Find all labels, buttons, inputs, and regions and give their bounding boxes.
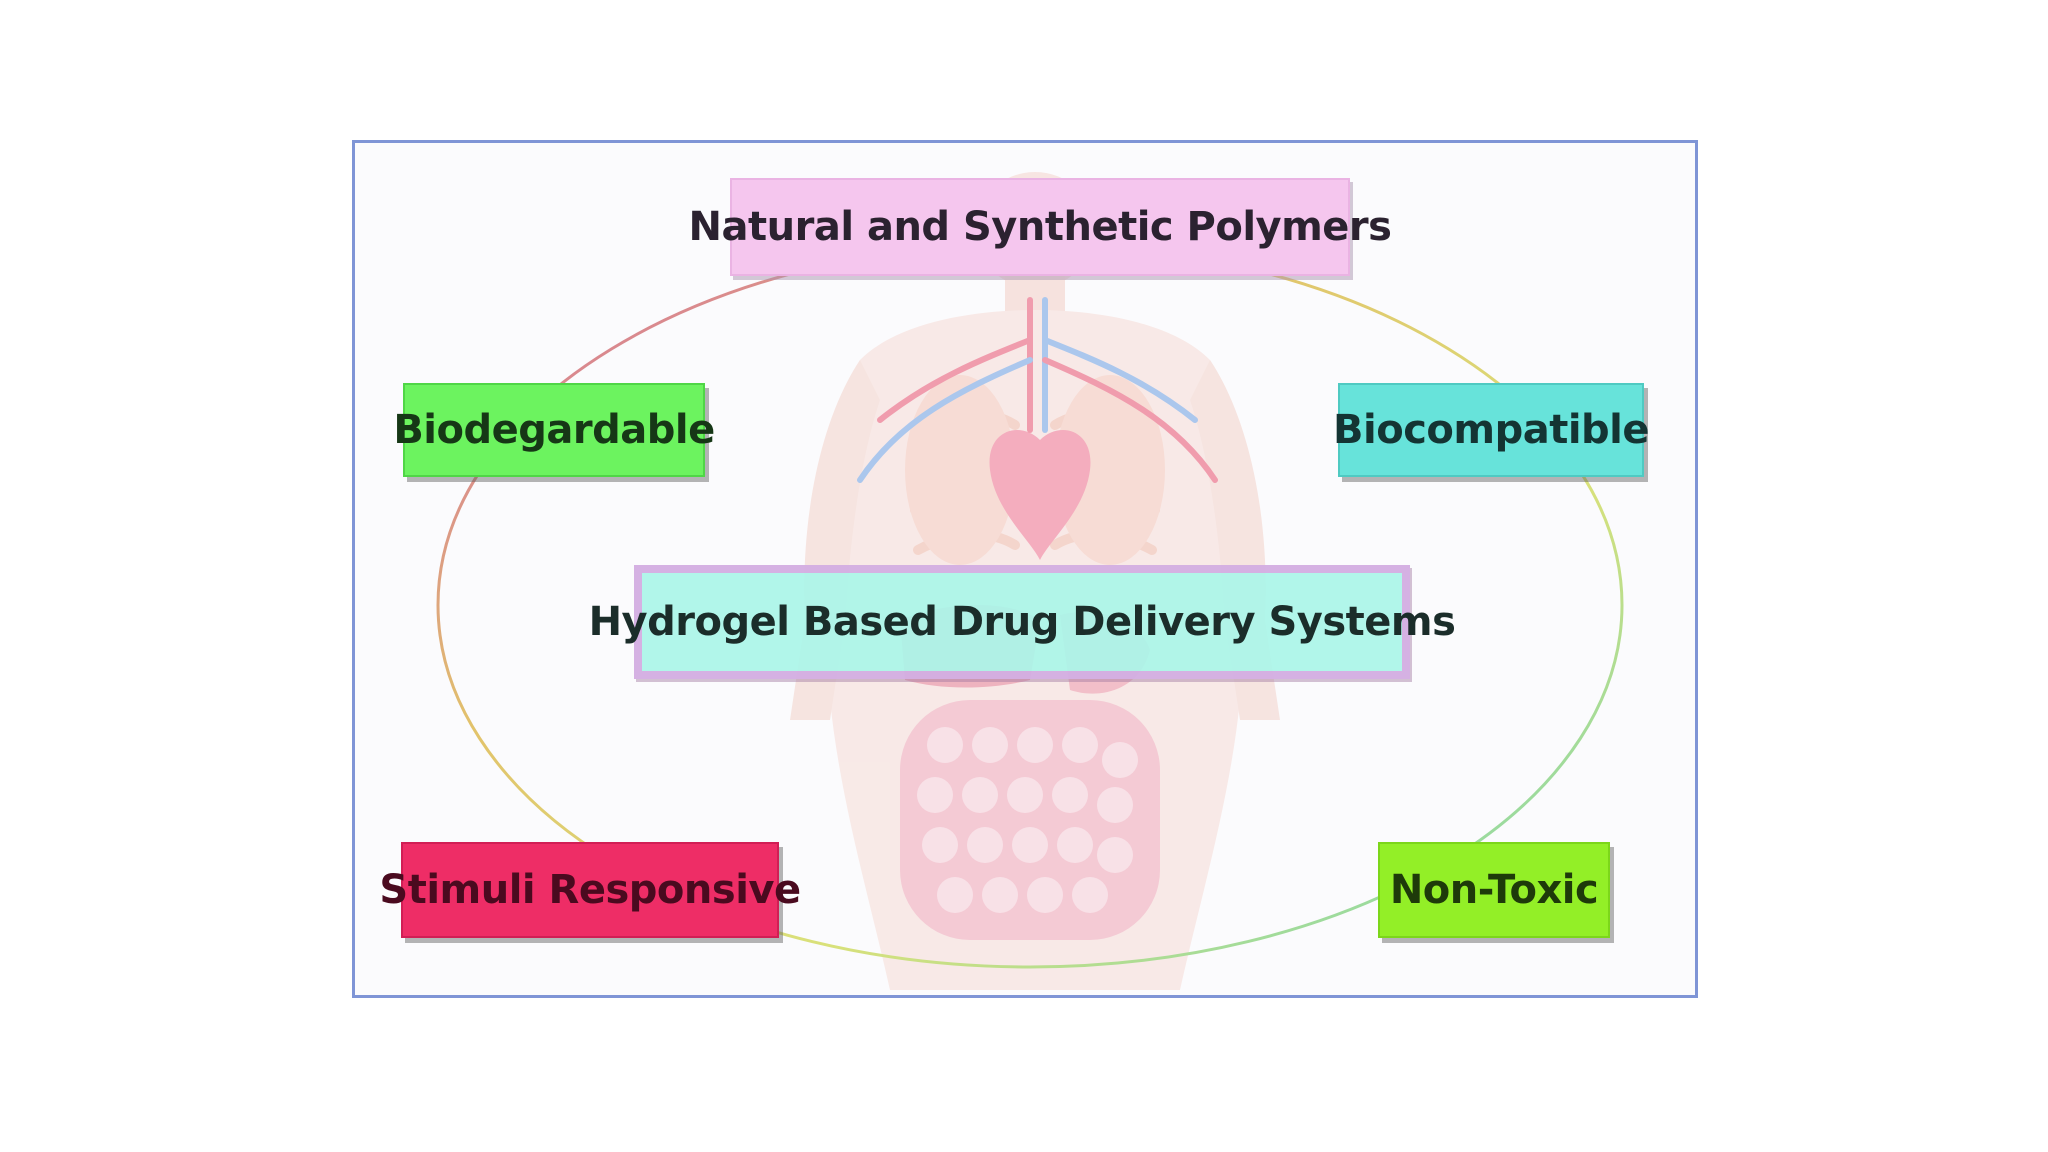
stimuli-responsive-box: Stimuli Responsive bbox=[379, 842, 801, 938]
non-toxic-box: Non-Toxic bbox=[1378, 842, 1610, 938]
natural-synthetic-polymers-box: Natural and Synthetic Polymers bbox=[689, 178, 1392, 276]
biocompatible-box: Biocompatible bbox=[1333, 383, 1650, 477]
hydrogel-drug-delivery-box: Hydrogel Based Drug Delivery Systems bbox=[589, 565, 1456, 679]
biodegradable-box: Biodegardable bbox=[393, 383, 715, 477]
